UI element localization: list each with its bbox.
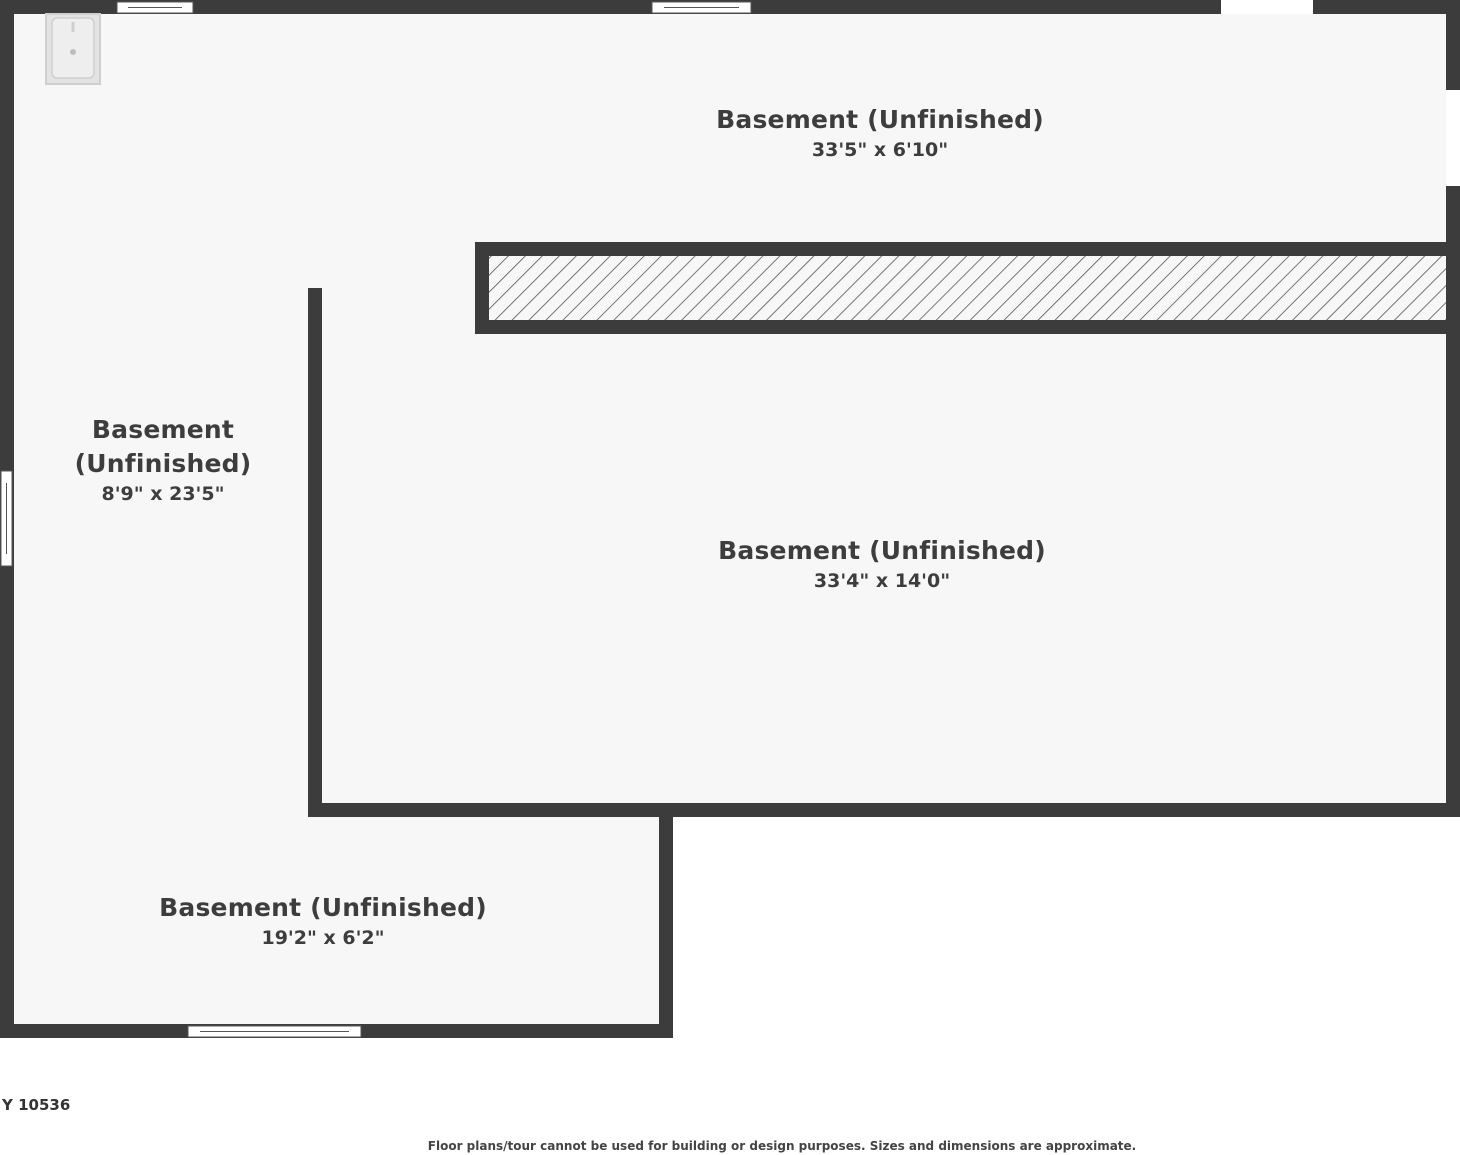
doorway-opening [1446, 90, 1460, 186]
sink-icon [45, 13, 101, 85]
room-name: Basement (Unfinished) [718, 536, 1046, 565]
room-dimensions: 33'5" x 6'10" [811, 139, 949, 161]
hatched-structure [489, 256, 1446, 320]
room-name: Basement (Unfinished) [74, 415, 252, 478]
disclaimer-text: Floor plans/tour cannot be used for buil… [427, 1139, 1137, 1153]
window-icon [651, 1, 752, 14]
room-name: Basement (Unfinished) [716, 105, 1044, 134]
room-dimensions: 8'9" x 23'5" [101, 483, 225, 505]
room-name: Basement (Unfinished) [159, 893, 487, 922]
window-icon [0, 470, 13, 567]
room-label-basement-top: Basement (Unfinished) 33'5" x 6'10" [716, 103, 1044, 163]
room-label-basement-bottom: Basement (Unfinished) 19'2" x 6'2" [159, 891, 487, 951]
doorway-opening [1221, 0, 1313, 14]
room-label-basement-left: Basement (Unfinished) 8'9" x 23'5" [75, 413, 252, 507]
room-dimensions: 19'2" x 6'2" [261, 927, 385, 949]
room-dimensions: 33'4" x 14'0" [813, 570, 951, 592]
window-icon [116, 1, 194, 14]
interior-walls [308, 242, 1460, 817]
listing-code: Y 10536 [2, 1096, 71, 1114]
window-icon [187, 1025, 362, 1038]
room-label-basement-center: Basement (Unfinished) 33'4" x 14'0" [718, 534, 1046, 594]
